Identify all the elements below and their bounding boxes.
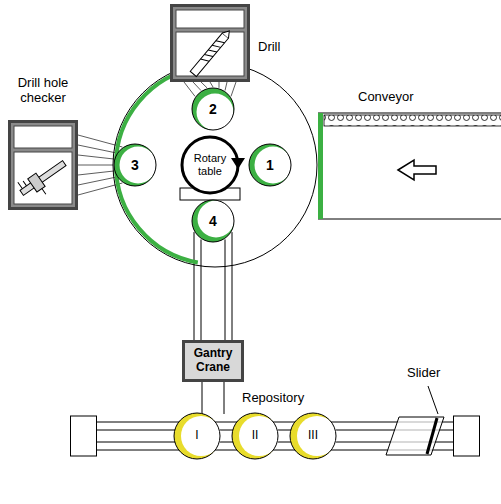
node-label: 4 [191, 213, 235, 229]
shape-part [192, 88, 234, 130]
shape-part [201, 38, 225, 65]
shape-part [114, 144, 156, 186]
station-circle: 1 [248, 143, 292, 187]
shape-part [249, 144, 291, 186]
shape-part [231, 158, 245, 169]
wire-line [78, 165, 113, 166]
shape-part [222, 28, 232, 38]
wire-line [224, 382, 225, 414]
wire-line [78, 177, 117, 185]
slider-outline [385, 416, 445, 456]
checker-box-outline [8, 120, 78, 210]
drill-box: Drill [170, 4, 250, 82]
wire-line [78, 171, 114, 175]
shape-part [324, 115, 501, 126]
conveyor-belt: Conveyor [318, 112, 501, 220]
shape-part [176, 32, 244, 76]
shape-part [18, 173, 46, 203]
shape-part [176, 10, 244, 28]
shape-part [249, 144, 291, 186]
drill-box-outline [170, 4, 250, 82]
wire-bundle [194, 232, 232, 340]
node-label: 1 [248, 157, 292, 173]
node-label: Gantry Crane [182, 347, 244, 375]
gantry-crane-box: Gantry Crane [182, 340, 244, 382]
shape-part [71, 416, 97, 456]
node-label: Conveyor [358, 90, 414, 105]
repository-slot: II [231, 412, 279, 460]
shape-part [427, 418, 437, 454]
wire-line [202, 382, 203, 414]
repository-rail: RepositoryIIIIIISlider [70, 414, 480, 458]
slider: Slider [385, 416, 445, 456]
wire-line [232, 232, 233, 340]
node-label: I [173, 429, 221, 443]
shape-part [14, 126, 72, 148]
wire-line [231, 82, 236, 96]
shape-part [182, 137, 238, 193]
node-label: Drill hole checker [2, 76, 84, 106]
wire-line [193, 82, 201, 91]
rotary-table: Rotary table 1 2 3 4 [112, 62, 318, 268]
wire-line [194, 232, 195, 340]
shape-part [190, 33, 228, 76]
wire-line [210, 82, 213, 87]
shape-part [192, 200, 234, 242]
wire-bundle [202, 382, 224, 414]
shape-part [190, 28, 232, 76]
shape-part [454, 416, 480, 456]
slider-leader [428, 386, 438, 414]
wire-line [201, 239, 202, 340]
wire-line [201, 82, 207, 88]
node-label: Rotary table [188, 152, 232, 177]
shape-part [386, 417, 444, 455]
shape-part [398, 160, 436, 180]
wire-line [78, 155, 114, 159]
shape-part [290, 413, 336, 459]
node-label: II [231, 429, 279, 443]
shape-part [10, 122, 77, 209]
wire-line [225, 239, 226, 340]
repository-slot: I [173, 412, 221, 460]
wire-line [78, 145, 117, 153]
shape-part [192, 88, 234, 130]
repository-slot: III [289, 412, 337, 460]
wire-line [225, 82, 227, 91]
station-circle: 4 [191, 199, 235, 243]
station-circle: 2 [191, 87, 235, 131]
shape-part [232, 413, 278, 459]
shape-part [318, 113, 323, 219]
wire-line [184, 82, 195, 96]
node-label: 2 [191, 101, 235, 117]
shape-part [14, 152, 72, 204]
node-label: Repository [242, 391, 304, 406]
node-label: 3 [113, 157, 157, 173]
station-circle: 3 [113, 143, 157, 187]
shape-part [172, 6, 249, 81]
shape-part [15, 154, 73, 205]
node-label: III [289, 429, 337, 443]
shape-part [290, 413, 336, 459]
conveyor-belt-outline [318, 112, 501, 220]
shape-part [114, 144, 156, 186]
node-label: Slider [407, 366, 440, 381]
shape-part [192, 200, 234, 242]
shape-part [319, 113, 501, 219]
node-label: Drill [258, 40, 280, 55]
shape-part [113, 63, 317, 267]
shape-part [174, 413, 220, 459]
wire-line [219, 82, 220, 88]
shape-part [174, 413, 220, 459]
shape-part [232, 413, 278, 459]
checker-box: Drill hole checker [8, 120, 78, 210]
